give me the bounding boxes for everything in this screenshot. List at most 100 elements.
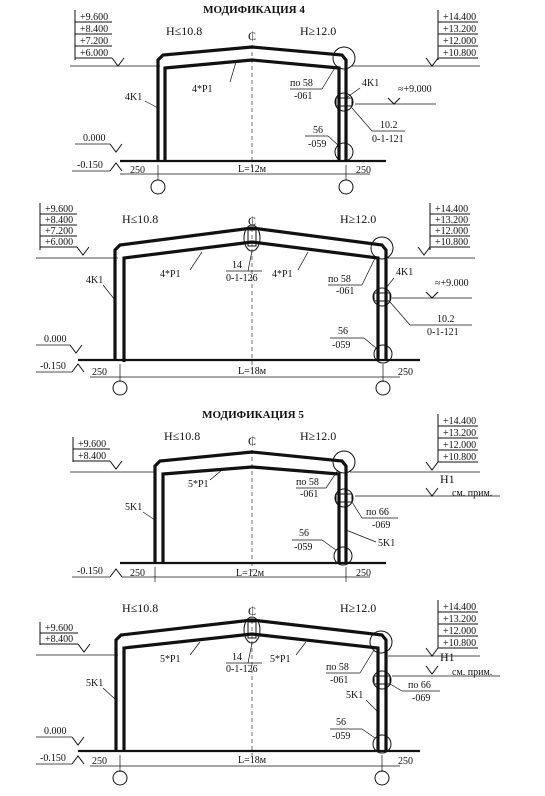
h1-note: см. прим. <box>452 488 492 499</box>
height-right-label: H≥12.0 <box>340 601 376 615</box>
level-label: +14.400 <box>443 12 476 23</box>
section-4-left-levels: +9.600 +8.400 <box>36 622 118 656</box>
level-label: +12.000 <box>443 626 476 637</box>
level-label: +13.200 <box>443 24 476 35</box>
beam-label-left: 5*P1 <box>160 654 181 665</box>
offset-right: 250 <box>398 756 413 767</box>
node-mid-code: -069 <box>412 693 430 704</box>
right-column-label: 4K1 <box>362 78 379 89</box>
level-label: +8.400 <box>78 451 106 462</box>
h1-note: см. прим. <box>452 667 492 678</box>
height-left-label: H≤10.8 <box>166 24 202 38</box>
level-label: +13.200 <box>443 614 476 625</box>
ground-bottom-level: -0.150 <box>77 160 103 171</box>
level-label: +10.800 <box>443 638 476 649</box>
axis-symbol-icon: ₵ <box>248 29 256 43</box>
node-top-label: по 58 <box>328 274 351 285</box>
ground-top-level: 0.000 <box>44 334 67 345</box>
node-mid-label: по 66 <box>366 507 389 518</box>
ridge-label: 14 <box>232 652 242 663</box>
level-label: +14.400 <box>443 416 476 427</box>
node-mid-label: 10.2 <box>437 314 455 325</box>
base-code: -059 <box>332 340 350 351</box>
ridge-label: 14 <box>232 260 242 271</box>
level-label: +14.400 <box>443 602 476 613</box>
level-label: +7.200 <box>80 36 108 47</box>
level-label: +6.000 <box>45 237 73 248</box>
node-mid-level: ≈+9.000 <box>435 278 469 289</box>
ground-bottom-level: -0.150 <box>40 361 66 372</box>
base-code: -059 <box>294 542 312 553</box>
base-label: 56 <box>299 528 309 539</box>
right-column-label: 5K1 <box>346 690 363 701</box>
offset-right: 250 <box>398 367 413 378</box>
level-label: +12.000 <box>443 440 476 451</box>
base-label: 56 <box>313 125 323 136</box>
section-3-right-levels: +14.400 +13.200 +12.000 +10.800 <box>350 414 480 473</box>
section-1-right-levels: +14.400 +13.200 +12.000 +10.800 <box>352 10 480 67</box>
base-label: 56 <box>336 717 346 728</box>
section-2-left-levels: +9.600 +8.400 +7.200 +6.000 <box>36 203 118 259</box>
level-label: +9.600 <box>80 12 108 23</box>
node-top-code: -061 <box>300 489 318 500</box>
level-label: +10.800 <box>435 237 468 248</box>
height-right-label: H≥12.0 <box>300 24 336 38</box>
level-label: +6.000 <box>80 48 108 59</box>
node-top-code: -061 <box>336 286 354 297</box>
height-left-label: H≤10.8 <box>122 601 158 615</box>
level-label: +8.400 <box>45 215 73 226</box>
base-code: -059 <box>332 731 350 742</box>
base-label: 56 <box>338 326 348 337</box>
left-column-label: 4K1 <box>86 275 103 286</box>
level-label: +9.600 <box>78 439 106 450</box>
section-2: +9.600 +8.400 +7.200 +6.000 +14.400 +13.… <box>36 203 475 396</box>
height-left-label: H≤10.8 <box>164 429 200 443</box>
level-label: +14.400 <box>435 204 468 215</box>
section-3-frame <box>153 450 348 572</box>
section-1-left-levels: +9.600 +8.400 +7.200 +6.000 <box>70 10 160 67</box>
height-right-label: H≥12.0 <box>300 429 336 443</box>
node-mid-label: 10.2 <box>380 120 398 131</box>
section-1-title: МОДИФИКАЦИЯ 4 <box>203 4 305 16</box>
beam-label: 5*P1 <box>188 479 209 490</box>
section-4-right-levels: +14.400 +13.200 +12.000 +10.800 <box>388 600 480 657</box>
right-column-label: 5K1 <box>378 538 395 549</box>
span-label: L=18м <box>238 755 267 766</box>
level-label: +13.200 <box>435 215 468 226</box>
height-right-label: H≥12.0 <box>340 212 376 226</box>
level-label: +7.200 <box>45 226 73 237</box>
level-label: +10.800 <box>443 452 476 463</box>
offset-left: 250 <box>130 165 145 176</box>
offset-left: 250 <box>130 568 145 579</box>
ground-bottom-level: -0.150 <box>77 566 103 577</box>
h1-label: H1 <box>440 472 455 486</box>
node-mid-code: 0-1-121 <box>427 327 459 338</box>
node-top-label: по 58 <box>290 78 313 89</box>
ridge-code: 0-1-126 <box>226 664 258 675</box>
level-label: +12.000 <box>443 36 476 47</box>
h1-label: H1 <box>440 650 455 664</box>
base-code: -059 <box>308 139 326 150</box>
height-left-label: H≤10.8 <box>122 212 158 226</box>
ground-top-level: 0.000 <box>44 726 67 737</box>
node-mid-level: ≈+9.000 <box>398 84 432 95</box>
level-label: +12.000 <box>435 226 468 237</box>
offset-left: 250 <box>92 367 107 378</box>
offset-left: 250 <box>92 756 107 767</box>
span-label: L=12м <box>238 164 267 175</box>
node-top-label: по 58 <box>296 477 319 488</box>
section-4: +9.600 +8.400 +14.400 +13.200 +12.000 +1… <box>36 600 500 786</box>
offset-right: 250 <box>356 568 371 579</box>
left-column-label: 5K1 <box>86 678 103 689</box>
span-label: L=12м <box>236 568 265 579</box>
axis-symbol-icon: ₵ <box>248 604 256 618</box>
level-label: +9.600 <box>45 204 73 215</box>
section-3-left-levels: +9.600 +8.400 <box>70 437 155 473</box>
section-3-title: МОДИФИКАЦИЯ 5 <box>202 409 304 421</box>
ground-top-level: 0.000 <box>83 133 106 144</box>
axis-symbol-icon: ₵ <box>248 434 256 448</box>
offset-right: 250 <box>356 165 371 176</box>
beam-label-left: 4*P1 <box>160 269 181 280</box>
section-3: МОДИФИКАЦИЯ 5 +9.600 +8.400 +14.400 +13.… <box>70 409 500 582</box>
node-mid-label: по 66 <box>408 680 431 691</box>
